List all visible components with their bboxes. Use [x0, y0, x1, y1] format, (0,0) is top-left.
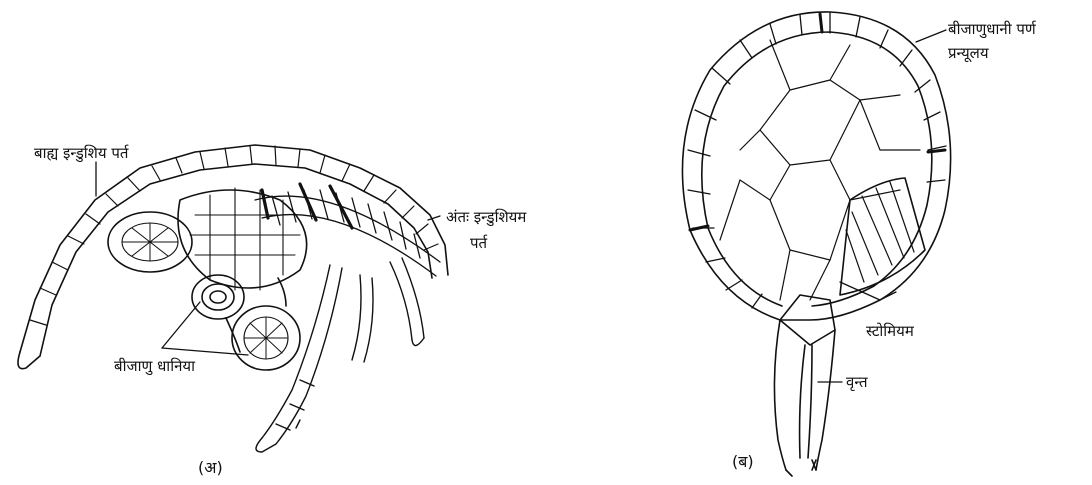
- sporangium-wall-label-line1: बीजाणुधानी पर्ण: [948, 20, 1036, 38]
- sporangium-lower: [232, 278, 300, 370]
- sporangium-wall-label-line2: प्रन्यूलय: [948, 44, 989, 62]
- sporangia-label: बीजाणु धानिया: [114, 357, 195, 375]
- outer-indusium-layer: [20, 145, 448, 352]
- receptacle: [178, 190, 307, 288]
- sporangium-drawing: [682, 12, 950, 476]
- sorus-section-drawing: [18, 145, 448, 452]
- sporangium-outer-wall: [682, 12, 950, 320]
- figure-b-caption: (ब): [732, 450, 754, 472]
- inner-indusium-label-line1: अंतः इन्डुशियम: [446, 208, 526, 226]
- outer-indusium-label: बाह्य इन्डुशिय पर्त: [34, 144, 128, 162]
- stalk-label: वृन्त: [846, 373, 868, 391]
- stomium-label: स्टोमियम: [866, 322, 914, 340]
- sporangium-upper: [108, 212, 192, 272]
- hanging-filaments: [256, 258, 424, 452]
- figure-a-leader-lines: [96, 162, 440, 355]
- figure-a-caption: (अ): [198, 456, 223, 478]
- sporangium-stalk: [774, 295, 835, 476]
- inner-indusium-label-line2: पर्त: [470, 234, 487, 252]
- stomium-region: [840, 178, 925, 295]
